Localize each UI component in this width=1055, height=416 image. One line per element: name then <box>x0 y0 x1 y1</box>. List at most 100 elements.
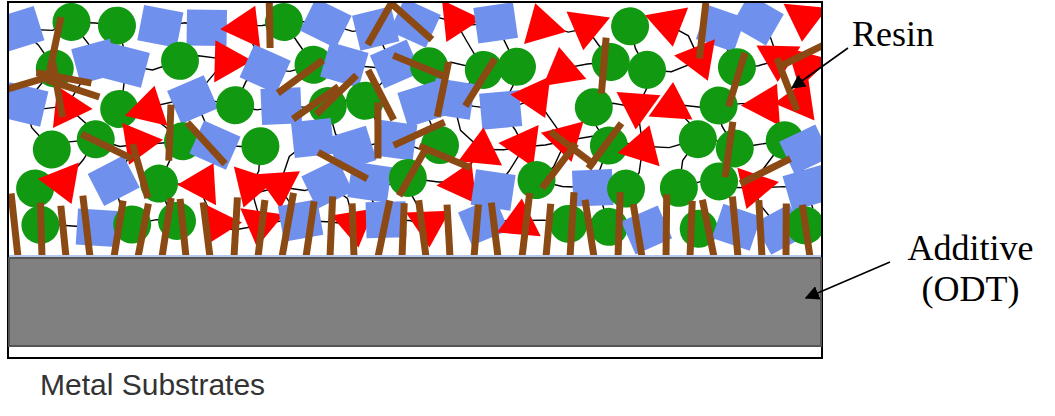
odt-molecule <box>601 38 606 94</box>
odt-molecule <box>318 152 367 179</box>
odt-molecule <box>474 205 478 255</box>
odt-molecule <box>402 203 404 255</box>
resin-square <box>779 125 821 175</box>
resin-circle <box>513 157 560 204</box>
odt-molecule <box>777 58 797 110</box>
odt-molecule <box>633 204 642 255</box>
odt-molecule <box>759 200 762 255</box>
odt-molecule <box>282 193 294 255</box>
resin-square <box>189 121 240 170</box>
resin-circle <box>157 37 204 84</box>
resin-triangle <box>649 80 695 119</box>
resin-square <box>347 161 392 202</box>
resin-square <box>167 75 218 124</box>
resin-layer <box>9 3 821 255</box>
resin-triangle <box>458 126 505 166</box>
odt-molecule <box>419 146 471 168</box>
odt-molecule <box>352 203 354 255</box>
odt-molecule <box>437 62 448 117</box>
odt-molecule <box>732 197 738 255</box>
resin-circle <box>609 5 651 47</box>
resin-circle <box>574 87 614 127</box>
odt-molecule <box>778 43 821 68</box>
odt-molecule <box>11 193 18 255</box>
odt-molecule <box>729 53 745 107</box>
coating-frame <box>8 2 822 358</box>
odt-molecule <box>234 197 237 255</box>
resin-square <box>300 3 352 48</box>
resin-circle <box>153 197 200 244</box>
odt-molecule <box>522 193 530 255</box>
odt-molecule <box>40 203 42 255</box>
odt-molecule <box>447 205 450 255</box>
odt-molecule <box>585 200 594 255</box>
odt-molecule <box>399 147 427 196</box>
odt-molecule <box>374 102 381 158</box>
odt-molecule <box>699 3 705 59</box>
resin-circle <box>496 46 538 88</box>
odt-molecule <box>169 105 171 161</box>
additive-label: Additive (ODT) <box>893 228 1048 311</box>
odt-molecule <box>702 200 714 255</box>
resin-square <box>731 3 784 45</box>
resin-circle <box>235 121 285 171</box>
resin-triangle <box>645 7 695 50</box>
odt-molecule <box>278 60 323 93</box>
odt-molecule <box>133 144 148 198</box>
resin-circle <box>679 120 717 158</box>
substrate-label: Metal Substrates <box>40 368 360 403</box>
resin-circle <box>604 166 648 210</box>
odt-molecule <box>465 59 495 107</box>
resin-triangle <box>497 197 544 236</box>
odt-molecule <box>618 192 620 255</box>
odt-molecule <box>663 194 671 255</box>
resin-square <box>88 156 140 206</box>
odt-molecule <box>61 206 66 255</box>
resin-circle <box>590 42 631 83</box>
odt-molecule <box>138 204 148 255</box>
resin-square <box>102 43 150 88</box>
odt-molecule <box>187 123 225 164</box>
resin-square <box>320 42 368 88</box>
odt-molecule <box>162 198 171 255</box>
odt-molecule <box>53 62 63 117</box>
odt-molecule <box>368 3 396 45</box>
resin-square <box>9 6 44 52</box>
odt-molecule <box>114 201 123 255</box>
resin-square <box>473 3 518 44</box>
odt-molecule <box>783 203 790 255</box>
metal-substrate <box>9 258 821 346</box>
odt-molecule <box>570 192 574 255</box>
odt-molecule <box>9 77 49 93</box>
leader-line <box>792 48 848 88</box>
resin-square <box>458 197 509 246</box>
resin-triangle <box>618 119 671 167</box>
resin-triangle <box>427 3 482 51</box>
odt-molecule <box>203 202 210 255</box>
odt-molecule <box>419 200 426 255</box>
resin-square <box>137 5 183 48</box>
odt-molecule <box>378 201 390 255</box>
odt-molecule <box>394 122 445 145</box>
leader-line <box>806 262 890 298</box>
resin-square <box>187 9 227 46</box>
odt-molecule <box>82 134 132 159</box>
odt-molecule <box>491 203 498 255</box>
odt-molecule <box>316 75 356 114</box>
resin-triangle <box>510 76 565 127</box>
odt-molecule <box>266 3 274 48</box>
odt-molecule <box>725 122 733 177</box>
odt-molecule <box>740 159 790 184</box>
odt-molecule <box>330 196 333 255</box>
odt-molecule <box>393 55 445 76</box>
resin-circle <box>211 81 259 129</box>
odt-molecule <box>83 196 90 255</box>
odt-molecule <box>550 131 595 165</box>
resin-triangle <box>514 3 566 44</box>
odt-molecule <box>802 205 810 255</box>
odt-molecule <box>306 201 314 255</box>
odt-molecule <box>390 3 432 40</box>
odt-molecule <box>258 200 265 255</box>
odt-molecule <box>180 199 186 255</box>
